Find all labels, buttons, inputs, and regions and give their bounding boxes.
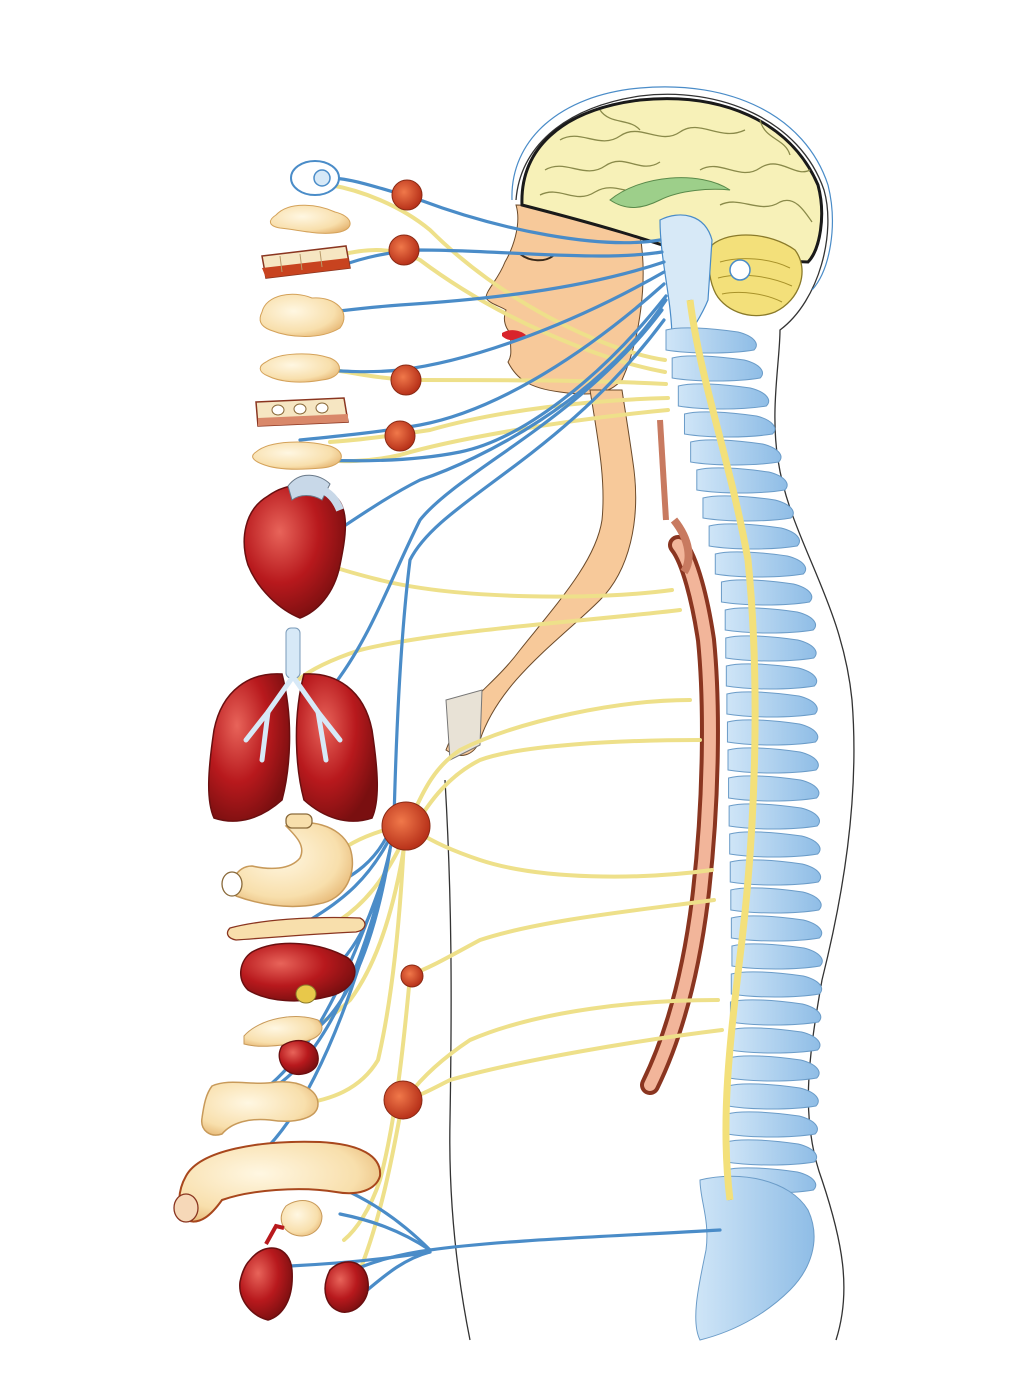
nasal-mucosa-icon [261,245,351,279]
ganglion [381,801,431,851]
sympathetic-nerve [342,974,412,1242]
parasympathetic-nerve [328,176,662,245]
parasympathetic-nerve [338,1212,432,1252]
sympathetic-nerve [296,608,682,682]
cerebellum [708,234,803,317]
vertebra [720,579,813,606]
spinal-column [665,299,823,1341]
eye-closed [519,253,554,262]
vertebra [677,383,770,410]
vertebra [729,1027,821,1054]
brain [511,86,833,341]
vertebra [730,915,823,942]
vertebra [702,495,794,522]
ganglion [383,1080,423,1120]
aorta [640,419,720,1095]
parasympathetic-nerve [392,318,666,822]
small-intestine-icon [201,1081,319,1136]
large-intestine-icon [173,1140,382,1223]
lacrimal-gland-icon [270,204,351,234]
sympathetic-nerve [410,898,716,976]
vertebra [729,999,822,1026]
vertebra [665,327,757,354]
gallbladder-icon [243,1016,323,1047]
vertebra [690,439,782,466]
vertebra [729,831,821,858]
sympathetic-nerve [298,838,406,1106]
parasympathetic-nerve [318,294,668,463]
vertebra [726,719,819,746]
parasympathetic-nerve [288,1250,432,1268]
submandibular-gland-icon [259,353,340,383]
stomach-icon [221,813,354,908]
parasympathetic-nerve [308,298,668,550]
vertebra [727,747,819,774]
ganglion [384,420,416,452]
sympathetic-nerve [408,698,692,822]
vertebra [714,551,807,578]
vertebra [730,971,823,998]
parotid-gland-icon [259,293,345,337]
sympathetic-nerve [412,738,702,830]
vertebra [728,1055,820,1082]
lungs-icon [208,627,378,822]
vertebra [726,1111,818,1138]
vertebra [671,355,763,382]
oral-mucosa-icon [255,397,349,427]
sympathetic-nerve [402,1028,724,1102]
parasympathetic-nerve [308,828,396,922]
vertebra [728,803,820,830]
heart-icon [243,474,347,619]
vertebra [725,663,818,690]
brainstem [659,214,713,341]
sympathetic-nerve [416,830,714,879]
vertebra [724,607,816,634]
scalp-outline [511,86,833,291]
vertebra [728,775,820,802]
sympathetic-nerve [328,183,667,362]
bladder-icon [239,1223,293,1321]
liver-icon [240,942,356,1004]
sympathetic-nerve [328,396,670,444]
ganglion [388,234,420,266]
vertebra [726,691,818,718]
pancreas-icon [226,916,366,941]
ganglion [391,179,423,211]
vertebra [727,1083,819,1110]
sympathetic-chain [686,299,759,1201]
genital-icon [324,1261,369,1313]
vertebra [725,1139,818,1166]
vertebra [729,859,822,886]
sacrum [695,1175,815,1341]
vertebra [731,943,823,970]
sublingual-gland-icon [252,441,342,470]
parasympathetic-nerve [298,282,666,442]
adrenal-gland-icon [280,1200,323,1237]
organs [173,160,382,1321]
kidney-icon [278,1039,319,1076]
vertebra [696,467,788,494]
vertebra [730,887,822,914]
ganglia [381,179,431,1120]
parasympathetic-nerve [334,248,664,270]
ganglion [390,364,422,396]
vertebra [683,411,776,438]
sympathetic-nerve [406,998,720,1098]
vertebra [708,523,800,550]
eye-icon [290,160,340,196]
ganglion [400,964,424,988]
corpus-callosum [609,177,731,208]
vertebra [725,635,817,662]
parasympathetic-nerve [328,308,664,692]
